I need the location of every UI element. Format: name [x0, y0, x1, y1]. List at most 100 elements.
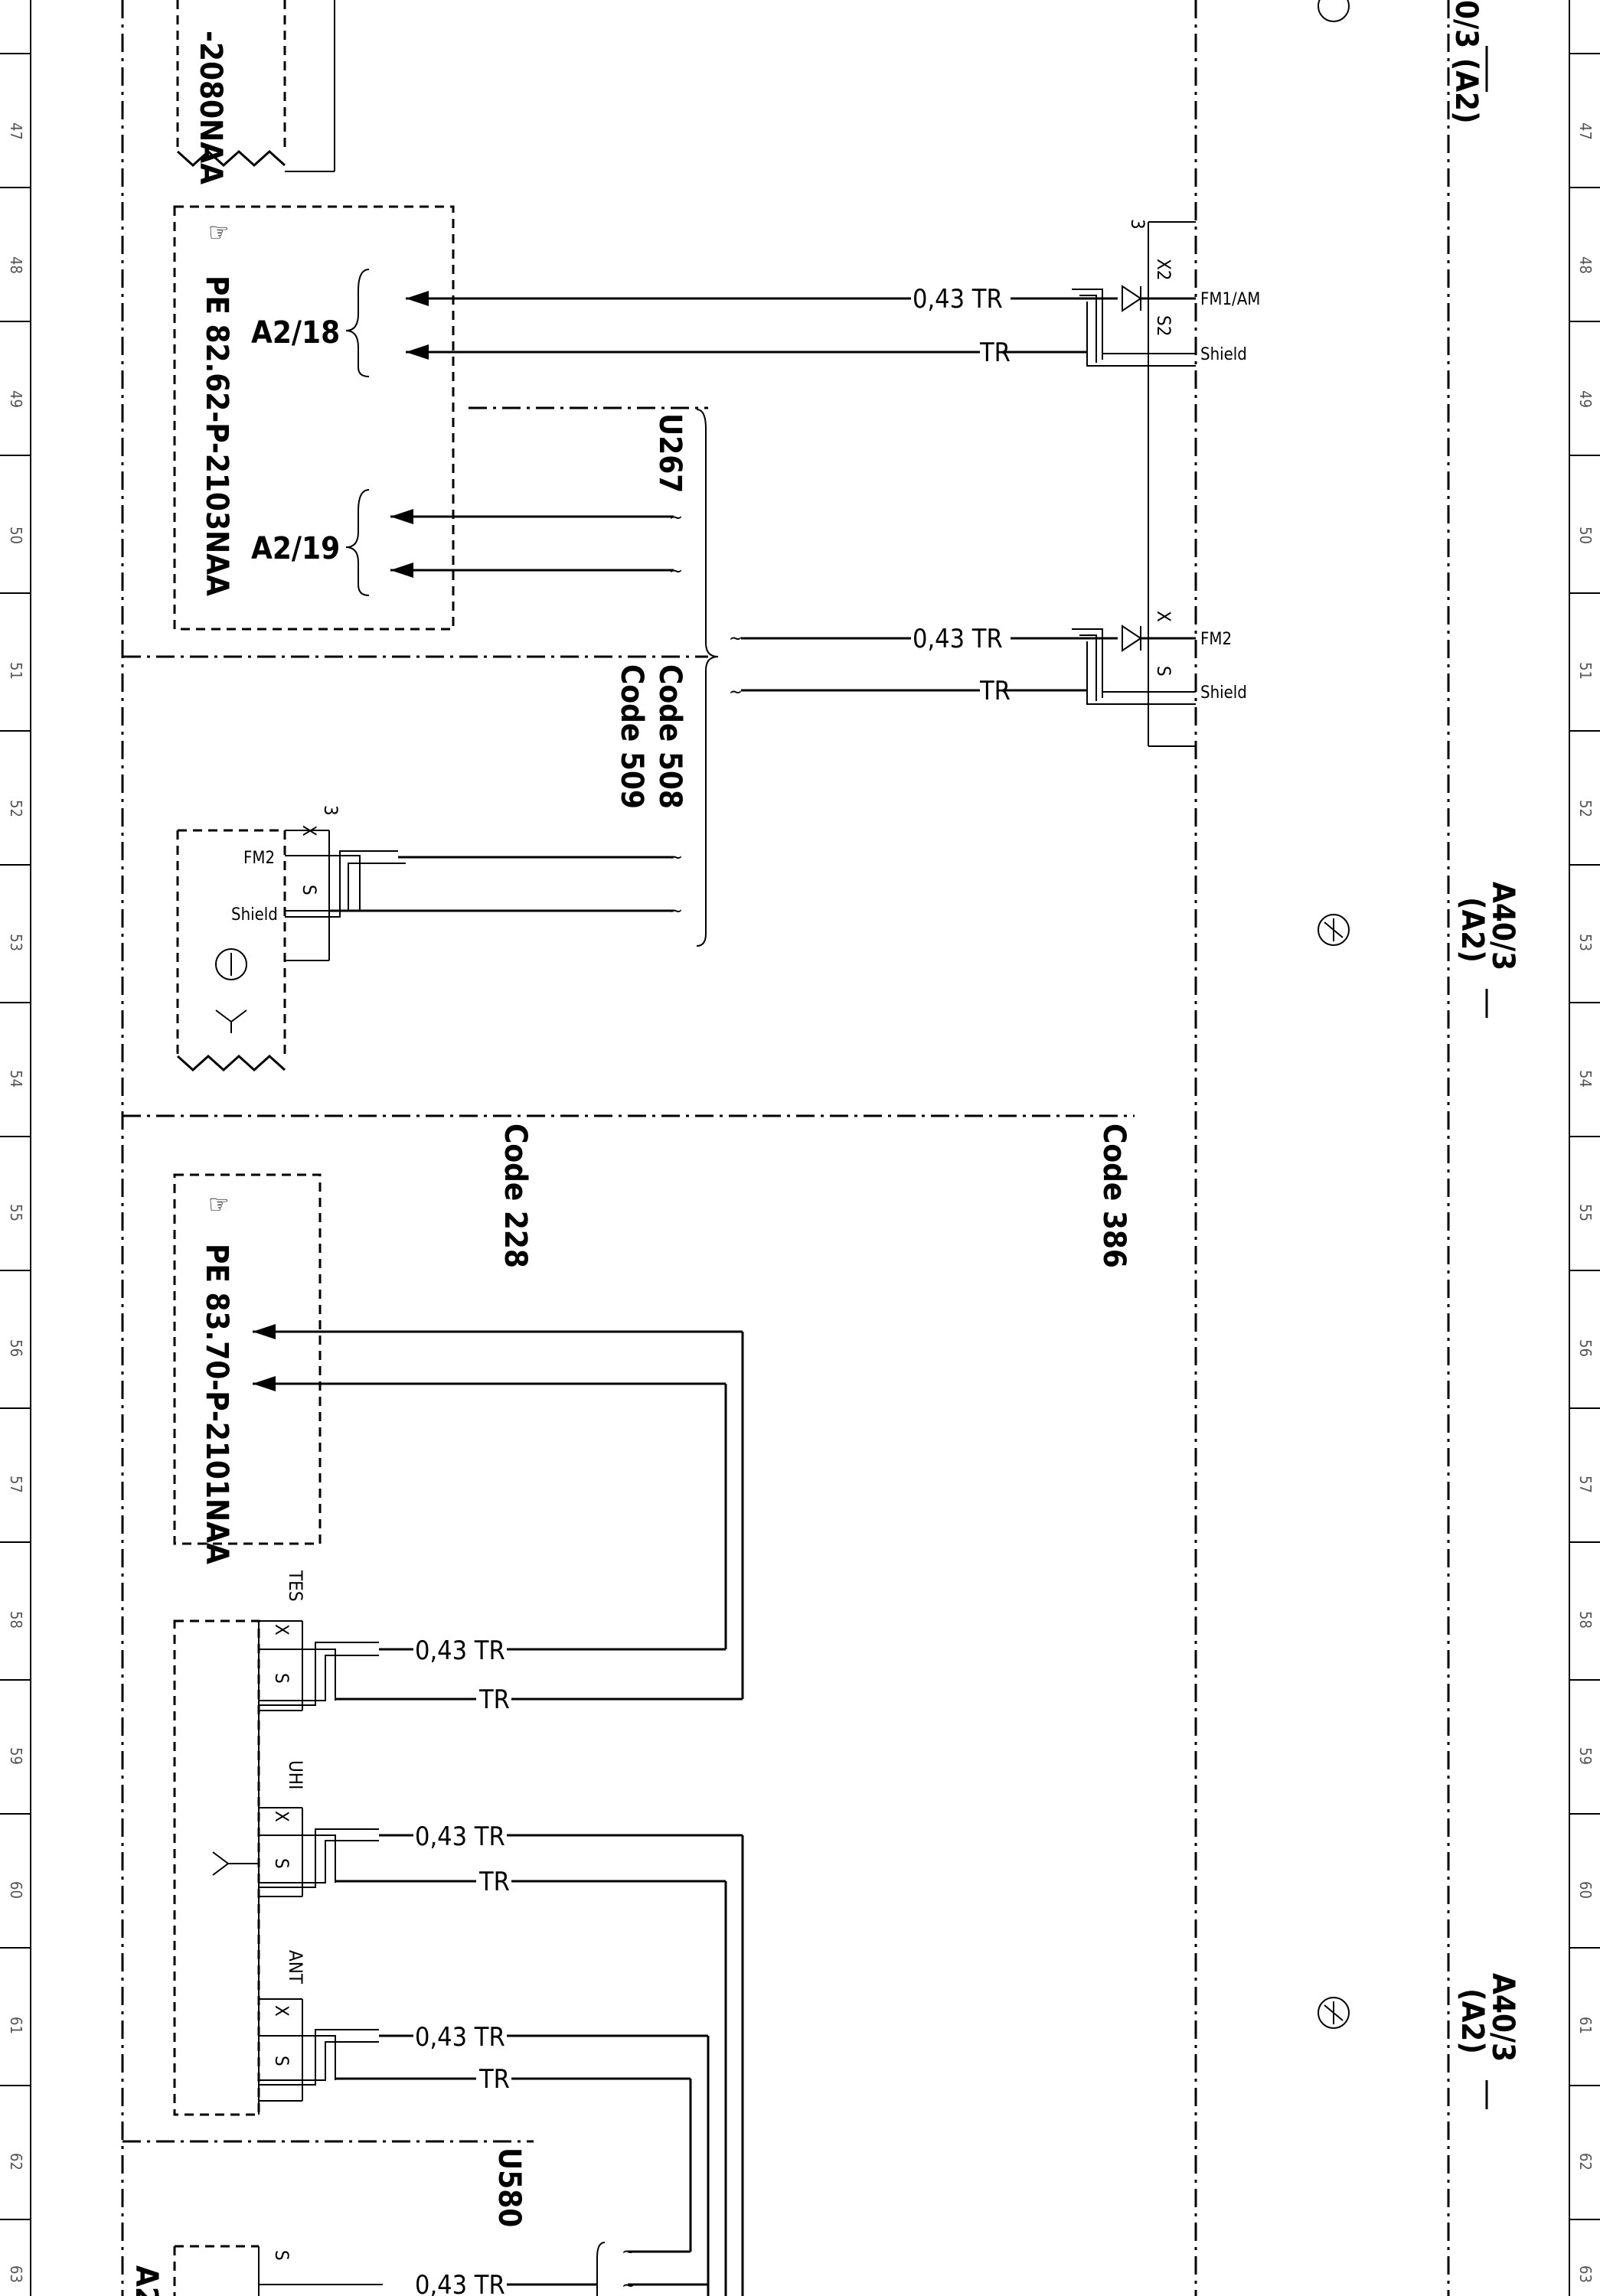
antenna-icon: [212, 1851, 259, 1876]
tes-wires: TES X S 0,43 TR TR: [259, 1570, 743, 1715]
wire-label: TR: [478, 2064, 510, 2095]
grid-number: 55: [1576, 1204, 1595, 1221]
pin-s: S: [271, 2056, 292, 2066]
wire-label: 0,43 TR: [415, 2270, 505, 2296]
u580-area: U580 ~ A2 S 0,43 TR: [129, 2148, 708, 2296]
grid-number: 54: [7, 1070, 25, 1088]
grid-numbers: 47 47 48 48 49 49 50 50 51 51 52 52 53 5…: [7, 122, 1595, 2283]
transistor-icon: [1318, 0, 1350, 22]
grid-number: 59: [1576, 1747, 1595, 1765]
a40-label: A40/3: [1485, 1973, 1520, 2062]
pin-s: S: [271, 2250, 292, 2261]
uhi-wires: UHI X S 0,43 TR TR: [259, 1760, 744, 2296]
grid-number: 54: [1576, 1070, 1595, 1088]
hand-pointer-icon: ☞: [208, 1189, 229, 1220]
pe-83-block: ☞ PE 83.70-P-2101NAA: [173, 1173, 744, 1699]
a40-transistors: [1318, 0, 1350, 2029]
wire-break-icon: ~: [669, 560, 683, 582]
grid-number: 56: [7, 1339, 25, 1357]
wire-label: TR: [979, 338, 1011, 368]
wire-label: 0,43 TR: [415, 1636, 505, 1666]
grid-number: 47: [1576, 122, 1595, 140]
hand-pointer-icon: ☞: [208, 217, 229, 248]
pin-s: S: [1153, 666, 1174, 677]
grid-number: 59: [7, 1747, 25, 1765]
a40-label: A40/3: [1485, 882, 1520, 970]
wire-label: 0,43 TR: [913, 284, 1003, 315]
pin-tes: TES: [285, 1570, 306, 1602]
wire-label: TR: [478, 1684, 510, 1715]
wire-break-icon: ~: [669, 507, 683, 528]
transistor-icon: [215, 948, 247, 980]
transistor-icon: [1318, 914, 1350, 946]
grid-scale: [0, 53, 1600, 2220]
pin-s: S: [271, 1858, 292, 1869]
pin-x: X: [271, 1624, 292, 1636]
grid-number: 60: [1576, 1881, 1595, 1899]
pin-fm1-am: FM1/AM: [1200, 290, 1260, 309]
a40-sub-label: (A2): [1455, 897, 1490, 963]
wire-break-icon: ~: [729, 681, 743, 703]
wire-label: TR: [478, 1867, 510, 1897]
connector-pin-count: 3: [1127, 219, 1148, 230]
grid-number: 50: [1576, 527, 1595, 544]
top-component: -2080NAA: [176, 0, 335, 184]
grid-number: 52: [1576, 800, 1595, 817]
pin-ant: ANT: [285, 1950, 306, 1985]
grid-number: 55: [7, 1204, 25, 1221]
grid-number: 63: [1576, 2265, 1595, 2283]
transistor-icon: [1318, 1997, 1350, 2029]
grid-number: 60: [7, 1881, 25, 1899]
a2-bottom-label: A2: [129, 2265, 164, 2296]
grid-number: 62: [1576, 2153, 1595, 2170]
grid-number: 49: [1576, 390, 1595, 408]
grid-number: 47: [7, 122, 25, 140]
grid-number: 56: [1576, 1339, 1595, 1357]
a2-19-wires: ~ ~: [390, 507, 683, 582]
code-386-label: Code 386: [1096, 1124, 1131, 1268]
pin-shield: Shield: [1200, 345, 1247, 364]
a2-53-block: [173, 1619, 260, 2116]
pe-83-ref: PE 83.70-P-2101NAA: [199, 1244, 234, 1564]
a40-top-label: 0/3 (A2): [1448, 0, 1484, 124]
grid-number: 51: [7, 662, 25, 680]
u580-label: U580: [491, 2148, 527, 2227]
grid-number: 57: [1576, 1476, 1595, 1493]
grid-number: 48: [1576, 256, 1595, 274]
grid-number: 61: [1576, 2017, 1595, 2034]
a2-18-wires: 0,43 TR TR 3 X2 S2 FM1/AM Shield: [406, 219, 1260, 747]
top-part-label: -2080NAA: [193, 31, 228, 184]
grid-number: 57: [7, 1476, 25, 1493]
a2-98-block: FM2 Shield 3 X S ~ ~: [176, 805, 683, 1072]
pin-x2: X2: [1153, 259, 1174, 281]
grid-number: 63: [7, 2265, 25, 2283]
u267-label: U267: [652, 413, 687, 493]
pin-uhi: UHI: [285, 1760, 306, 1789]
pin-fm2: FM2: [243, 849, 275, 868]
u267-bracket: [696, 409, 719, 947]
code-508-label: Code 508: [652, 664, 687, 809]
connector-pin-count: 3: [320, 805, 341, 816]
wire-label: 0,43 TR: [913, 624, 1003, 654]
pe-82-ref: PE 82.62-P-2103NAA: [199, 276, 234, 596]
pin-x: X: [271, 2005, 292, 2017]
grid-number: 48: [7, 256, 25, 274]
pin-x: X: [1153, 611, 1174, 622]
pin-x: X: [271, 1811, 292, 1822]
wire-break-icon: ~: [622, 2241, 635, 2262]
a40-sub-label: (A2): [1455, 1988, 1490, 2054]
grid-number: 52: [7, 800, 25, 817]
a40-labels: A40/3 (A2) A40/3 (A2): [1455, 882, 1520, 2109]
wire-break-icon: ~: [669, 846, 683, 868]
pin-s: S: [299, 885, 320, 895]
pin-shield: Shield: [1200, 683, 1247, 703]
wire-label: 0,43 TR: [415, 1821, 505, 1852]
wire-label: 0,43 TR: [415, 2022, 505, 2053]
grid-number: 53: [1576, 934, 1595, 951]
wire-break-icon: ~: [729, 628, 743, 649]
a2-18-label: A2/18: [251, 315, 340, 351]
pin-shield: Shield: [231, 905, 278, 925]
pe-82-block: ☞ PE 82.62-P-2103NAA A2/18 A2/19: [173, 205, 455, 631]
grid-number: 58: [7, 1611, 25, 1629]
